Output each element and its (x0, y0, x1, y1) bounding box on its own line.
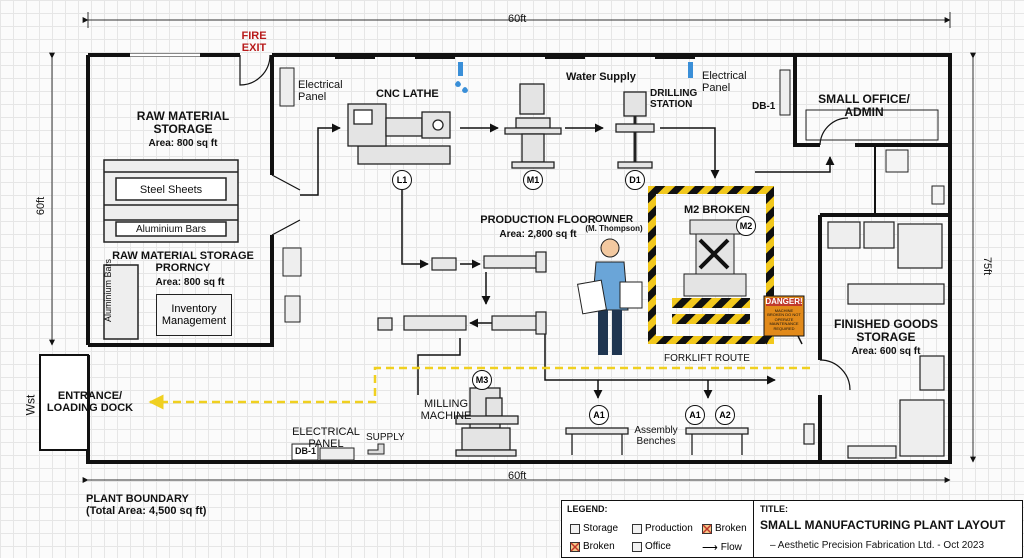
db1-bottom-label: DB-1 (295, 446, 317, 456)
m2-broken-label: M2 BROKEN (684, 204, 751, 216)
forklift-route-label: FORKLIFT ROUTE (664, 353, 750, 364)
electrical-panel-1-box (279, 67, 295, 107)
aluminium-bars-label: Aluminium Bars (135, 224, 207, 235)
assembly-benches (565, 427, 749, 455)
badge-a2: A2 (715, 405, 735, 425)
danger-sign-title: DANGER! (765, 297, 803, 306)
badge-m2: M2 (736, 216, 756, 236)
db1-box (779, 69, 791, 116)
legend-item-flow: ⟶Flow (702, 542, 742, 554)
danger-sign (763, 295, 805, 345)
wall-cabinet (284, 295, 301, 323)
legend-item-office: Office (632, 541, 671, 552)
entrance-block (39, 354, 89, 451)
dimension-right: 75ft (981, 256, 994, 276)
owner-label: OWNER(M. Thompson) (585, 214, 643, 233)
cnc-lathe-label: CNC LATHE (376, 88, 439, 100)
badge-a1-right: A1 (685, 405, 705, 425)
title-block: TITLE: SMALL MANUFACTURING PLANT LAYOUT … (753, 500, 1023, 558)
doors (239, 54, 851, 391)
arrow-right-icon: ⟶ (702, 542, 718, 554)
db1-top-label: DB-1 (752, 101, 776, 112)
steel-sheets-label: Steel Sheets (139, 184, 203, 197)
dimension-left: 60ft (35, 196, 48, 216)
legend-item-broken-x: Broken (702, 523, 747, 534)
entrance-label: ENTRANCE/LOADING DOCK (46, 390, 134, 415)
drill-press-d1 (615, 91, 655, 169)
raw-storage-2-area: Area: 800 sq ft (155, 277, 225, 288)
diagram-title: SMALL MANUFACTURING PLANT LAYOUT (760, 518, 1006, 532)
cnc-lathe-machine (347, 103, 451, 165)
legend-item-broken: Broken (570, 541, 615, 552)
badge-l1: L1 (392, 170, 412, 190)
water-supply-label: Water Supply (566, 71, 636, 83)
owner-figure (576, 238, 643, 355)
finished-goods-racks (803, 221, 945, 459)
aluminium-vertical-label: Aluminium Bars (103, 258, 113, 322)
production-floor-title: PRODUCTION FLOOR (480, 214, 596, 226)
production-floor-area: Area: 2,800 sq ft (499, 229, 577, 240)
legend-item-storage: Storage (570, 523, 618, 534)
dimension-bottom: 60ft (508, 470, 527, 482)
water-drip-icon (455, 62, 693, 93)
badge-m3: M3 (472, 370, 492, 390)
electrical-panel-bottom-box (319, 447, 355, 461)
supply-label: SUPPLY (366, 432, 405, 443)
milling-machine-m1 (504, 83, 562, 169)
broken-x-icon (702, 523, 712, 534)
badge-a1-left: A1 (589, 405, 609, 425)
dimension-top: 60ft (508, 13, 527, 25)
plant-boundary-label: PLANT BOUNDARY(Total Area: 4,500 sq ft) (86, 493, 207, 518)
badge-d1: D1 (625, 170, 645, 190)
broken-x-icon (570, 541, 580, 552)
raw-storage-area: Area: 800 sq ft (148, 138, 218, 149)
windows (130, 53, 695, 59)
office-desk (805, 109, 939, 141)
process-flow-arrows (300, 123, 835, 399)
badge-m1: M1 (523, 170, 543, 190)
toilet-icon (931, 185, 945, 205)
milling-machine-m3 (455, 387, 519, 457)
db1-bottom-box (291, 443, 319, 461)
m2-broken-zone (648, 186, 774, 344)
office-title: SMALL OFFICE/ADMIN (818, 92, 910, 120)
finished-goods-area: Area: 600 sq ft (851, 346, 921, 357)
legend-box: LEGEND: Storage Production Broken Broken… (561, 500, 755, 558)
production-tools (377, 251, 547, 335)
washbasin-icon (885, 149, 909, 173)
danger-sign-text: MACHINE BROKEN DO NOT OPERATE MAINTENANC… (767, 308, 801, 331)
aluminium-vertical-rack (103, 264, 139, 340)
legend-title: LEGEND: (567, 504, 608, 514)
wall-panel-box (282, 247, 302, 277)
supply-tap-icon (367, 443, 385, 455)
dimension-lines (49, 12, 976, 483)
title-heading: TITLE: (760, 504, 788, 514)
legend-item-production: Production (632, 523, 693, 534)
dimension-entrance: Wst (23, 394, 38, 416)
diagram-subtitle: – Aesthetic Precision Fabrication Ltd. -… (770, 540, 984, 551)
